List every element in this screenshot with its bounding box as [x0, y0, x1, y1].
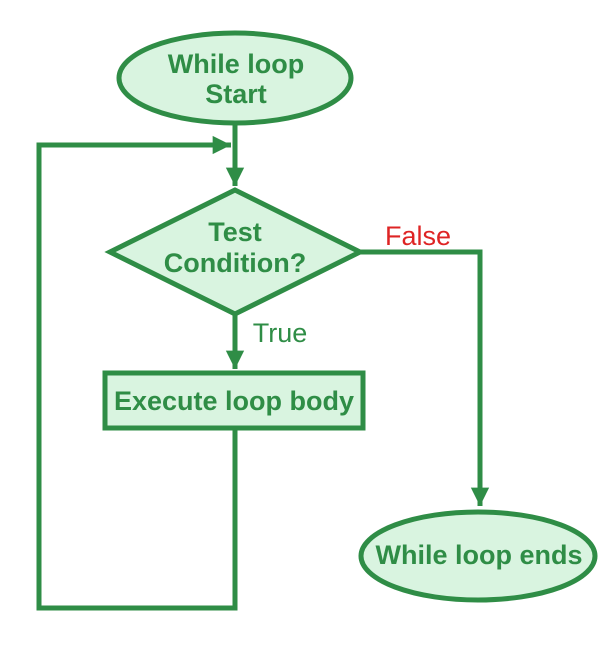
edge-false-branch [360, 249, 490, 506]
false-edge-label: False [385, 221, 451, 251]
end-label: While loop ends [376, 540, 583, 570]
condition-label-line2: Condition? [164, 248, 306, 278]
edges [36, 122, 490, 611]
end-node: While loop ends [358, 509, 598, 603]
end-ellipse [358, 509, 598, 603]
start-node: While loop Start [116, 30, 354, 126]
start-label-line1: While loop [168, 49, 304, 79]
true-edge-label: True [253, 318, 308, 348]
body-rectangle [102, 370, 366, 431]
body-label: Execute loop body [114, 386, 354, 416]
start-label-line2: Start [205, 79, 267, 109]
body-node: Execute loop body [102, 370, 366, 431]
condition-label-line1: Test [208, 217, 262, 247]
edge-loop-back [36, 135, 238, 611]
start-ellipse [116, 30, 354, 126]
condition-node: Test Condition? [104, 187, 366, 317]
condition-diamond [104, 187, 366, 317]
